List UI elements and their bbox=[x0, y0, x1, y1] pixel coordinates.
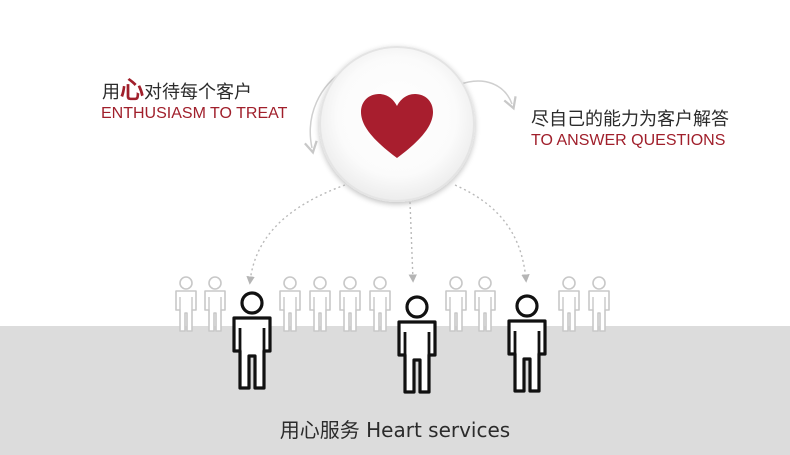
ground-band bbox=[0, 326, 790, 455]
person-icon bbox=[588, 276, 610, 332]
dotted-arrow-left bbox=[246, 184, 346, 285]
footer-title: 用心服务 Heart services bbox=[279, 418, 511, 442]
person-icon bbox=[279, 276, 301, 332]
person-icon bbox=[309, 276, 331, 332]
person-icon bbox=[558, 276, 580, 332]
left-caption-suffix: 对待每个客户 bbox=[144, 82, 252, 103]
right-caption-en: TO ANSWER QUESTIONS bbox=[531, 132, 726, 149]
person-icon bbox=[339, 276, 361, 332]
dotted-arrow-right bbox=[454, 184, 530, 283]
person-icon bbox=[175, 276, 197, 332]
person-icon bbox=[369, 276, 391, 332]
person-icon bbox=[474, 276, 496, 332]
dotted-arrow-center bbox=[408, 201, 417, 283]
right-caption-cn: 尽自己的能力为客户解答 bbox=[531, 109, 729, 130]
orbit-arc-right bbox=[457, 80, 517, 111]
left-caption-cn: 用心对待每个客户 bbox=[102, 78, 252, 102]
person-icon bbox=[204, 276, 226, 332]
left-caption-prefix: 用 bbox=[102, 82, 120, 103]
left-caption-highlight: 心 bbox=[120, 76, 144, 104]
person-icon bbox=[445, 276, 467, 332]
left-caption-en: ENTHUSIASM TO TREAT bbox=[101, 105, 288, 122]
heart-icon bbox=[361, 94, 433, 158]
